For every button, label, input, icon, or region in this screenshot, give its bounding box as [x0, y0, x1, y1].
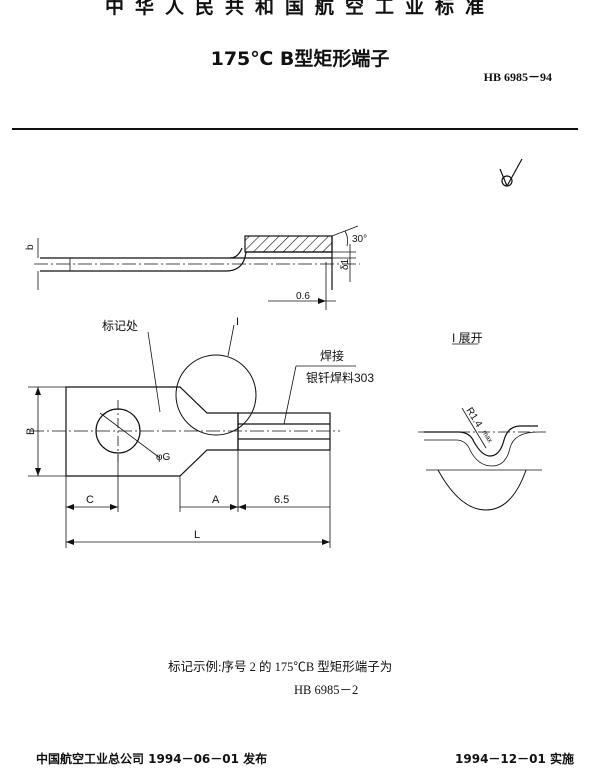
- standard-title: 175℃ B型矩形端子: [210, 48, 390, 70]
- dim-b-label: b: [25, 244, 36, 250]
- marking-example-line2: HB 6985－2: [294, 683, 359, 697]
- dim-6-5-label: 6.5: [274, 494, 289, 506]
- dim-angle-label: 30°: [352, 234, 367, 245]
- detail-ref-label: I: [236, 316, 239, 328]
- plan-view: [28, 324, 356, 548]
- radius-label: R1.4: [463, 406, 484, 430]
- dimension-arrows: [35, 298, 330, 545]
- marking-example-line1: 标记示例:序号 2 的 175℃B 型矩形端子为: [168, 660, 393, 674]
- dim-L-label: L: [194, 529, 200, 541]
- organization-title: 中华人民共和国航空工业标准: [104, 0, 495, 18]
- dim-gap-label: 0.6: [296, 291, 310, 302]
- standard-code: HB 6985－94: [483, 70, 552, 84]
- dim-hole-label: φG: [156, 452, 170, 463]
- weld-label: 焊接: [320, 348, 344, 363]
- detail-title: I 展开: [452, 331, 483, 345]
- issuer-footer: 中国航空工业总公司 1994－06－01 发布: [36, 752, 268, 766]
- marking-label: 标记处: [102, 319, 138, 333]
- solder-label: 银钎焊料303: [306, 370, 374, 385]
- dim-A-label: A: [212, 494, 220, 506]
- side-view: [34, 225, 360, 310]
- effective-footer: 1994－12－01 实施: [455, 752, 574, 766]
- dim-delta-label: δ1: [340, 258, 351, 270]
- detail-view: [418, 343, 546, 511]
- header-rule: [12, 128, 578, 130]
- dim-C-label: C: [86, 494, 94, 506]
- surface-roughness-icon: [499, 158, 523, 187]
- dim-B-label: B: [25, 428, 37, 435]
